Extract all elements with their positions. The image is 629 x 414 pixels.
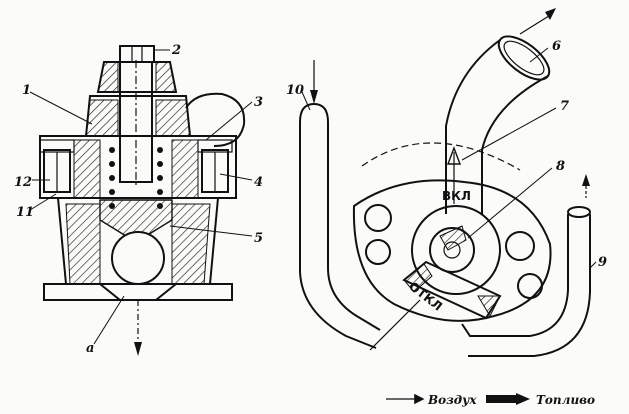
upper-pipe (445, 39, 501, 214)
callout-1: 1 (22, 83, 31, 98)
callout-11: 11 (16, 205, 34, 220)
callout-7: 7 (560, 99, 569, 114)
legend-air-label: Воздух (427, 393, 477, 407)
legend-fuel-label: Топливо (536, 393, 595, 407)
central-hub (411, 205, 501, 295)
air-inlet-arrow (310, 90, 318, 104)
pipe-opening (497, 35, 551, 81)
ball-valve (111, 231, 165, 285)
callout-6: 6 (552, 39, 561, 54)
callout-2: 2 (171, 43, 181, 58)
legend (386, 393, 530, 405)
callout-4: 4 (254, 175, 263, 190)
callout-a: a (86, 341, 94, 356)
fuel-legend-bar (486, 395, 516, 403)
bolt-lower-right (517, 273, 543, 299)
callout-10: 10 (286, 83, 304, 98)
plunger (99, 199, 173, 237)
callout-5: 5 (254, 231, 263, 246)
fuel-tube (461, 214, 569, 337)
side-cap (185, 92, 246, 147)
valve-section-view (29, 45, 253, 356)
bolt-left (365, 239, 391, 265)
callout-3: 3 (254, 95, 263, 110)
callout-12: 12 (14, 175, 32, 190)
on-marking: ВКЛ (442, 189, 471, 203)
valve-body (352, 179, 552, 322)
valve-external-view (299, 8, 597, 357)
base-foot (43, 283, 233, 301)
pipe-outlet-arrow (545, 8, 556, 20)
top-bolt-head (119, 45, 155, 63)
bolt-upper-left (364, 204, 392, 232)
fuel-outlet-arrow (582, 174, 590, 186)
callout-8: 8 (556, 159, 565, 174)
control-knob (429, 227, 475, 273)
fuel-tube-opening (567, 206, 591, 218)
bolt-right (505, 231, 535, 261)
callout-9: 9 (598, 255, 607, 270)
air-inlet-tube (299, 102, 381, 331)
outlet-arrow (134, 342, 142, 356)
swing-arc (361, 142, 521, 171)
